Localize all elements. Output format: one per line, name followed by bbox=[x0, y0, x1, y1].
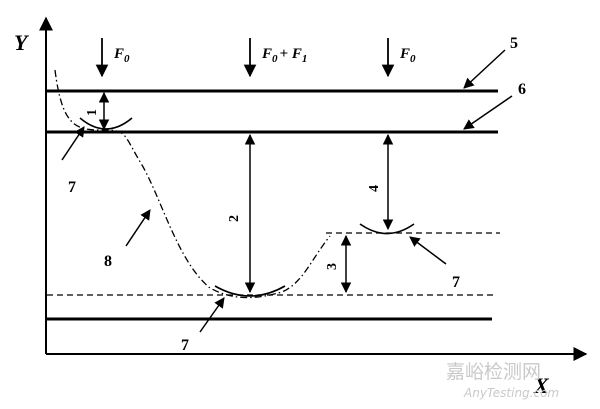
part-label-7b: 7 bbox=[181, 337, 189, 354]
y-axis-label: Y bbox=[14, 30, 30, 55]
distance-label-3: 3 bbox=[325, 263, 340, 270]
part-label-5: 5 bbox=[510, 35, 518, 52]
part-label-8: 8 bbox=[104, 253, 112, 270]
force-label-middle: F0+ F1 bbox=[261, 46, 307, 65]
part-label-7a: 7 bbox=[68, 179, 76, 196]
watermark-cn: 嘉峪检测网 bbox=[446, 361, 541, 383]
part-label-7c: 7 bbox=[452, 274, 460, 291]
contact-arc-bottom bbox=[214, 285, 286, 297]
distance-label-2: 2 bbox=[227, 215, 242, 222]
leader-5 bbox=[463, 49, 506, 89]
leader-7b bbox=[199, 297, 225, 333]
contact-arc-left bbox=[79, 117, 133, 130]
leader-6 bbox=[463, 95, 513, 130]
leader-8 bbox=[125, 209, 151, 247]
distance-label-1: 1 bbox=[85, 109, 100, 116]
contact-arc-right bbox=[359, 223, 415, 235]
distance-label-4: 4 bbox=[367, 185, 382, 192]
force-label-right: F0 bbox=[399, 46, 416, 65]
watermark-en: AnyTesting.com bbox=[463, 386, 559, 400]
x-axis-label: X bbox=[533, 373, 550, 398]
force-label-left: F0 bbox=[113, 46, 130, 65]
leader-7c bbox=[409, 236, 447, 265]
trajectory-curve bbox=[54, 69, 331, 299]
part-label-6: 6 bbox=[518, 81, 526, 98]
leader-7a bbox=[61, 126, 85, 161]
